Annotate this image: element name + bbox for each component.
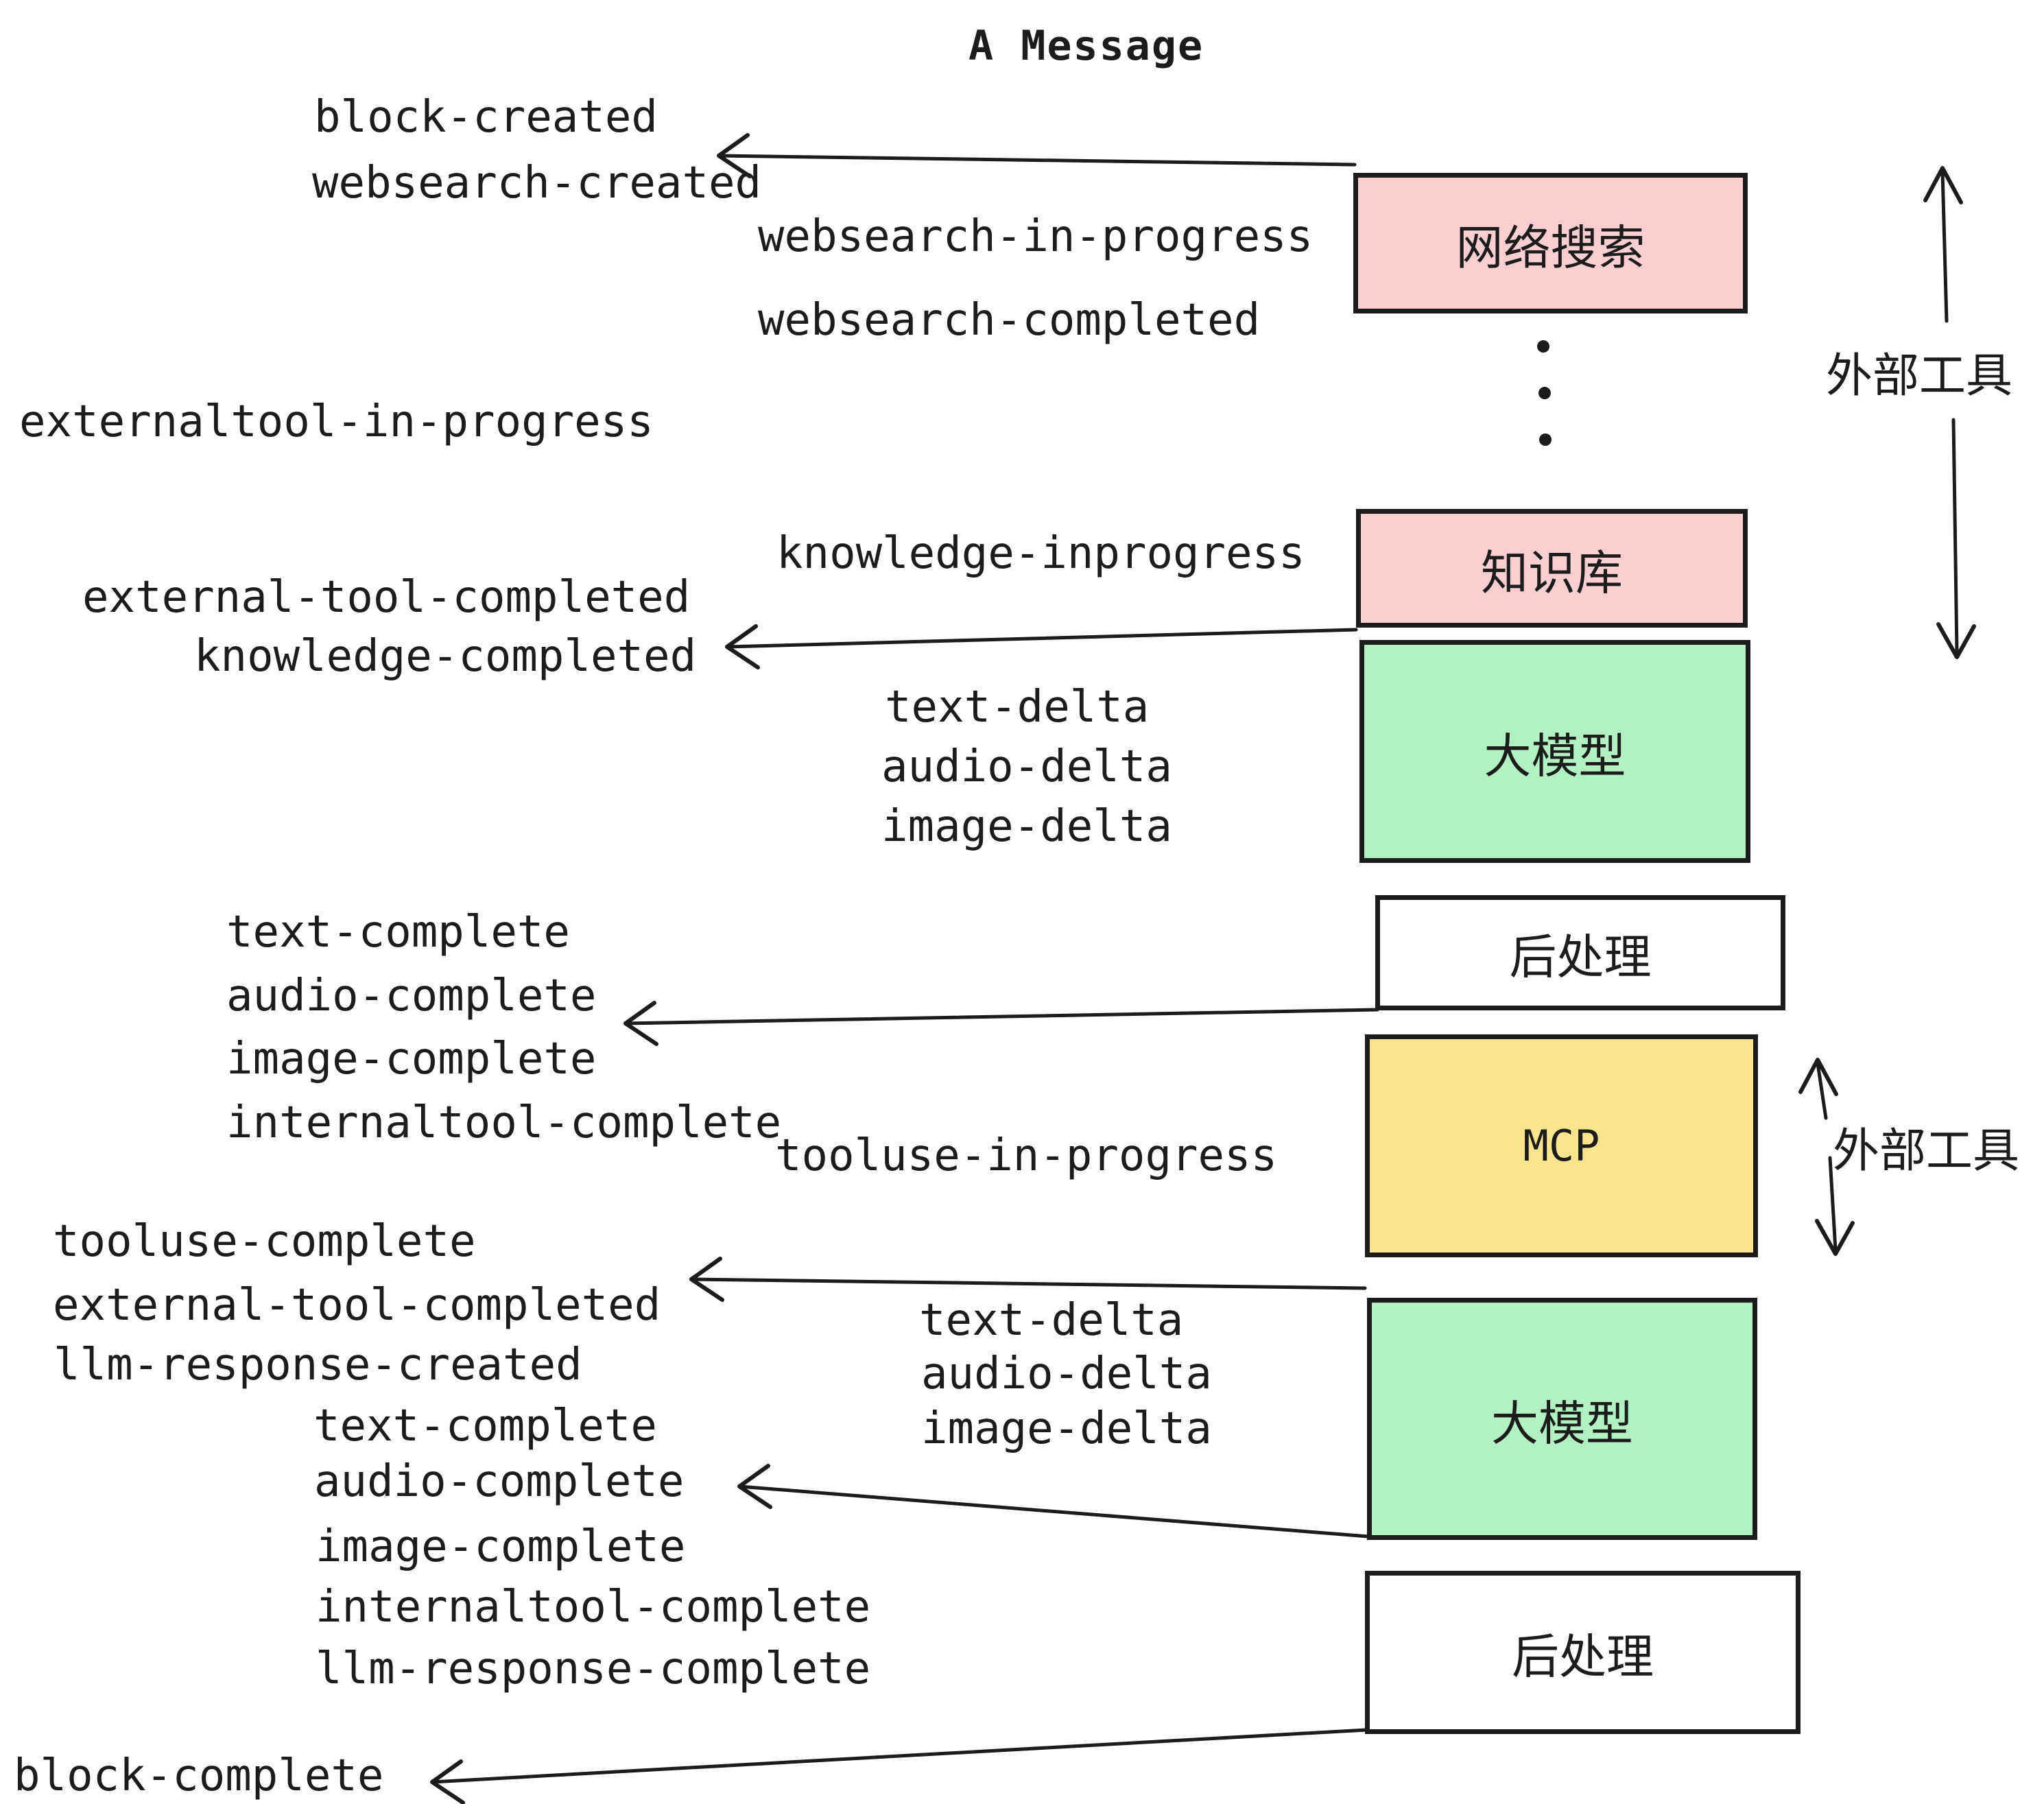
arrow-to-audio-complete	[737, 1464, 1370, 1539]
event-tooluse-in-progress: tooluse-in-progress	[775, 1130, 1278, 1181]
arrow-to-tooluse-complete	[689, 1257, 1367, 1302]
event-websearch-created: websearch-created	[312, 158, 762, 209]
external-tools-label-1: 外部工具	[1826, 349, 2013, 403]
event-image-delta-1: image-delta	[881, 801, 1172, 852]
ellipsis-dots	[1537, 340, 1552, 446]
box-mcp: MCP	[1365, 1034, 1758, 1257]
event-text-complete-2: text-complete	[313, 1401, 657, 1451]
box-postprocess-1-label: 后处理	[1509, 930, 1652, 985]
event-text-delta-1: text-delta	[885, 682, 1150, 733]
box-knowledge-label: 知识库	[1481, 545, 1623, 601]
external-tools-span-arrow-2-up	[1798, 1058, 1838, 1120]
event-image-complete-1: image-complete	[226, 1034, 597, 1084]
event-block-created: block-created	[314, 92, 658, 143]
box-llm-1: 大模型	[1359, 640, 1750, 863]
event-llm-response-created: llm-response-created	[54, 1340, 582, 1390]
event-audio-complete-1: audio-complete	[226, 971, 597, 1021]
external-tools-label-2: 外部工具	[1833, 1124, 2020, 1178]
event-externaltool-in-progress: externaltool-in-progress	[19, 396, 654, 447]
arrow-to-image-complete	[623, 1001, 1379, 1046]
box-knowledge: 知识库	[1356, 509, 1748, 628]
event-tooluse-complete: tooluse-complete	[53, 1216, 476, 1267]
event-internaltool-complete-1: internaltool-complete	[226, 1097, 782, 1148]
event-external-tool-completed-2: external-tool-completed	[53, 1280, 661, 1331]
box-postprocess-2-label: 后处理	[1512, 1630, 1654, 1685]
box-postprocess-2: 后处理	[1365, 1571, 1801, 1734]
external-tools-span-arrow-1-down	[1936, 418, 1976, 659]
box-llm-1-label: 大模型	[1484, 728, 1626, 784]
diagram-title: A Message	[968, 22, 1204, 70]
box-postprocess-1: 后处理	[1375, 895, 1785, 1010]
box-websearch: 网络搜索	[1353, 173, 1748, 313]
event-websearch-in-progress: websearch-in-progress	[758, 211, 1314, 262]
external-tools-span-arrow-1-up	[1923, 166, 1963, 323]
box-llm-2-label: 大模型	[1491, 1396, 1633, 1451]
event-image-delta-2: image-delta	[921, 1403, 1212, 1454]
event-llm-response-complete: llm-response-complete	[316, 1643, 871, 1694]
event-audio-delta-2: audio-delta	[921, 1349, 1212, 1399]
event-text-complete-1: text-complete	[226, 907, 570, 958]
arrow-to-block-complete	[430, 1728, 1368, 1804]
arrow-to-knowledge-completed	[725, 624, 1358, 669]
event-image-complete-2: image-complete	[316, 1521, 686, 1572]
event-text-delta-2: text-delta	[919, 1295, 1184, 1346]
event-websearch-completed: websearch-completed	[758, 295, 1261, 346]
event-block-complete: block-complete	[14, 1750, 384, 1801]
box-mcp-label: MCP	[1523, 1121, 1600, 1171]
box-llm-2: 大模型	[1367, 1298, 1757, 1540]
arrow-to-block-created	[717, 133, 1357, 178]
event-external-tool-completed: external-tool-completed	[82, 572, 691, 623]
box-websearch-label: 网络搜索	[1455, 220, 1645, 276]
event-audio-complete-2: audio-complete	[314, 1456, 685, 1507]
event-audio-delta-1: audio-delta	[881, 741, 1172, 792]
event-internaltool-complete-2: internaltool-complete	[316, 1582, 871, 1633]
event-knowledge-inprogress: knowledge-inprogress	[776, 528, 1305, 579]
event-knowledge-completed: knowledge-completed	[194, 631, 697, 682]
